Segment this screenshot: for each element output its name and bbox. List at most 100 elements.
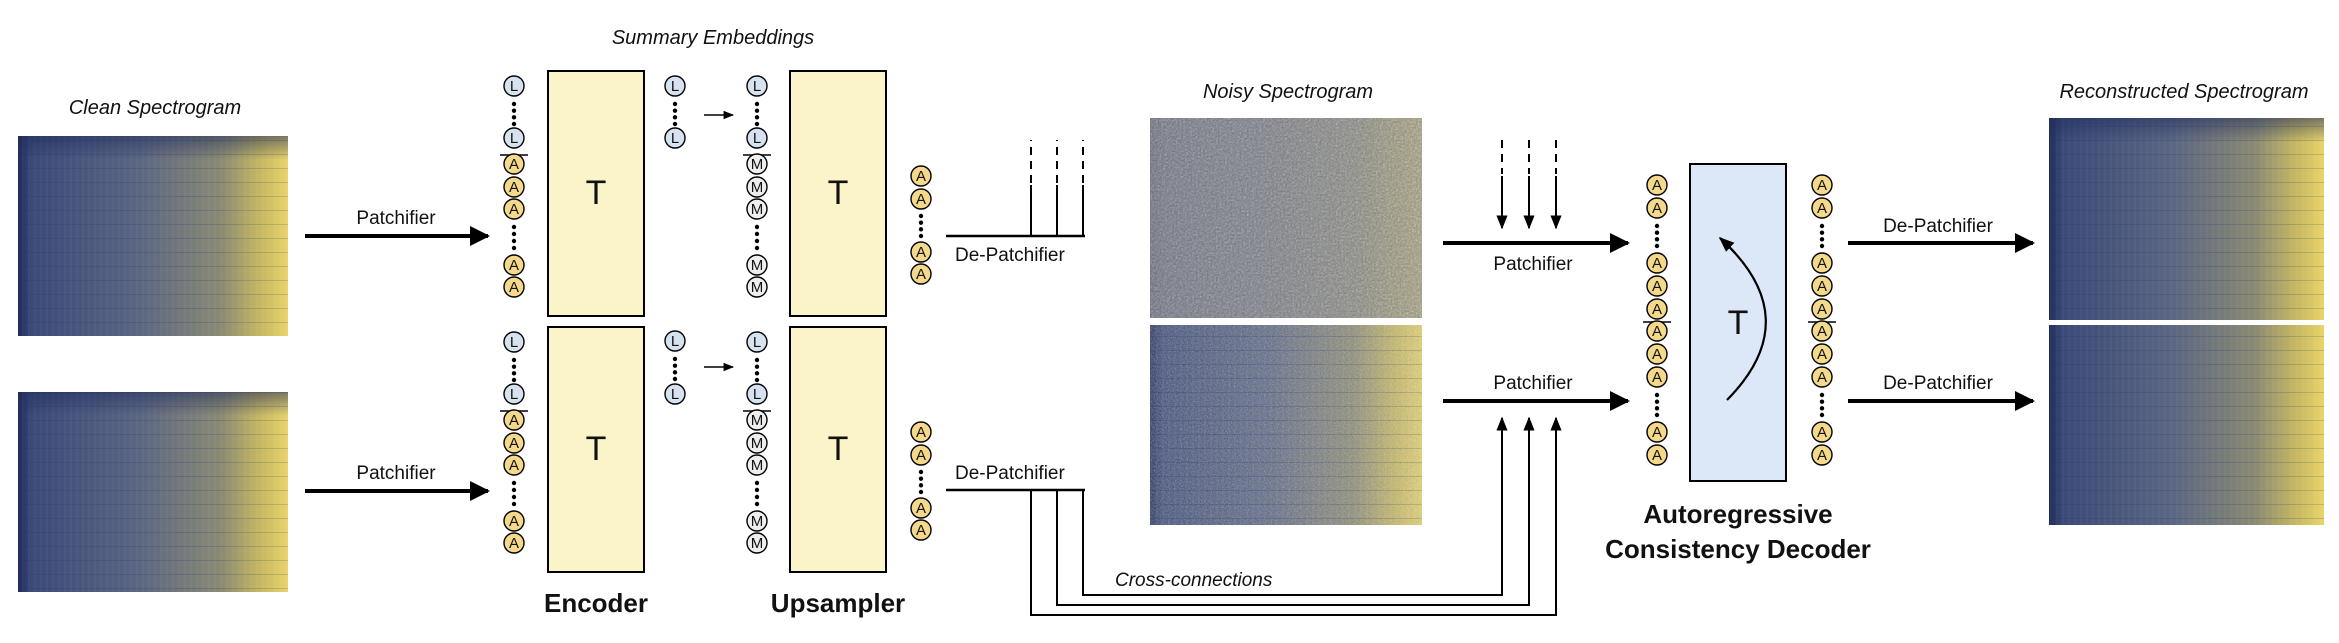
latent-token bbox=[664, 127, 686, 149]
ellipsis-dot bbox=[672, 370, 678, 375]
decoder-t: T bbox=[1728, 304, 1749, 342]
encoder-heading: Encoder bbox=[544, 588, 648, 618]
audio-token bbox=[1646, 366, 1668, 388]
ellipsis-dot bbox=[672, 363, 678, 368]
latent-token-label: L bbox=[671, 333, 679, 350]
ellipsis-dot bbox=[754, 115, 760, 120]
audio-token-label: A bbox=[916, 522, 926, 539]
latent-token bbox=[664, 383, 686, 405]
ellipsis-dot bbox=[511, 245, 517, 251]
ellipsis-dot bbox=[1819, 237, 1825, 242]
latent-token bbox=[503, 383, 525, 405]
audio-token bbox=[1811, 421, 1833, 443]
ellipsis-dot bbox=[1654, 392, 1660, 398]
audio-token bbox=[910, 241, 932, 263]
latent-token bbox=[664, 330, 686, 352]
ellipsis-dot bbox=[754, 371, 760, 376]
noisy-spectrogram-title: Noisy Spectrogram bbox=[1203, 81, 1373, 103]
ellipsis-dot bbox=[511, 487, 517, 493]
mask-token bbox=[746, 409, 768, 431]
audio-token bbox=[1811, 366, 1833, 388]
ellipsis-dot bbox=[672, 356, 678, 362]
ellipsis-dot bbox=[918, 483, 924, 488]
audio-token-label: A bbox=[916, 244, 926, 261]
noisy-spectrogram-top bbox=[1150, 118, 1422, 318]
ellipsis-dot bbox=[754, 487, 760, 493]
ellipsis-dot bbox=[1819, 223, 1825, 229]
decoder-block bbox=[1689, 163, 1787, 482]
ellipsis-dot bbox=[918, 227, 924, 232]
audio-token-label: A bbox=[1817, 447, 1827, 464]
latent-token-label: L bbox=[753, 78, 761, 95]
mask-token-label: M bbox=[751, 279, 764, 296]
audio-token-label: A bbox=[509, 201, 519, 218]
audio-token bbox=[1646, 298, 1668, 320]
ellipsis-dot bbox=[511, 364, 517, 369]
audio-token-label: A bbox=[916, 191, 926, 208]
noisy-spectrogram-bottom bbox=[1150, 325, 1422, 525]
audio-token bbox=[503, 454, 525, 476]
latent-token-label: L bbox=[753, 386, 761, 403]
audio-token-label: A bbox=[1817, 200, 1827, 217]
audio-token-label: A bbox=[509, 457, 519, 474]
reconstructed-spectrogram-title: Reconstructed Spectrogram bbox=[2059, 81, 2308, 103]
audio-token bbox=[1811, 298, 1833, 320]
cross-connections-label: Cross-connections bbox=[1115, 570, 1273, 591]
audio-token bbox=[503, 276, 525, 298]
audio-token bbox=[503, 176, 525, 198]
summary-latents-bottom: LL bbox=[664, 330, 686, 405]
cross-connections bbox=[946, 416, 1562, 616]
ellipsis-dot bbox=[918, 213, 924, 219]
patchifier-label-noisy-bottom: Patchifier bbox=[1493, 373, 1573, 394]
audio-token-label: A bbox=[509, 513, 519, 530]
audio-token bbox=[1646, 320, 1668, 342]
audio-token-label: A bbox=[916, 266, 926, 283]
ellipsis-dot bbox=[918, 469, 924, 475]
ellipsis-dot bbox=[511, 377, 517, 383]
mask-token bbox=[746, 432, 768, 454]
ellipsis-dot bbox=[918, 489, 924, 495]
ellipsis-dot bbox=[1819, 392, 1825, 398]
ellipsis-dot bbox=[672, 108, 678, 113]
ellipsis-dot bbox=[1654, 399, 1660, 404]
audio-token bbox=[503, 254, 525, 276]
ellipsis-dot bbox=[754, 501, 760, 507]
upsampler-t-top: T bbox=[828, 174, 849, 212]
ellipsis-dot bbox=[918, 233, 924, 239]
audio-token-label: A bbox=[509, 435, 519, 452]
summary-embeddings-title: Summary Embeddings bbox=[612, 27, 814, 49]
ellipsis-dot bbox=[1819, 243, 1825, 249]
audio-token-label: A bbox=[1817, 301, 1827, 318]
ellipsis-dot bbox=[511, 480, 517, 486]
ellipsis-dot bbox=[672, 121, 678, 127]
audio-token-label: A bbox=[1652, 447, 1662, 464]
audio-token bbox=[1811, 174, 1833, 196]
mask-token bbox=[746, 198, 768, 220]
latent-token-label: L bbox=[671, 386, 679, 403]
ellipsis-dot bbox=[1654, 223, 1660, 229]
audio-token-label: A bbox=[1817, 323, 1827, 340]
audio-token bbox=[1811, 252, 1833, 274]
decoder-heading-line2: Consistency Decoder bbox=[1605, 534, 1871, 564]
ellipsis-dot bbox=[511, 115, 517, 120]
audio-token-label: A bbox=[916, 500, 926, 517]
upsampler-t-bottom: T bbox=[828, 430, 849, 468]
audio-token-label: A bbox=[1652, 323, 1662, 340]
audio-token bbox=[910, 421, 932, 443]
ellipsis-dot bbox=[1819, 230, 1825, 235]
mask-token bbox=[746, 176, 768, 198]
mask-token bbox=[746, 454, 768, 476]
audio-token-label: A bbox=[509, 156, 519, 173]
ellipsis-dot bbox=[511, 357, 517, 363]
audio-token-label: A bbox=[509, 179, 519, 196]
ellipsis-dot bbox=[754, 108, 760, 113]
audio-token bbox=[1646, 343, 1668, 365]
audio-token-label: A bbox=[1817, 278, 1827, 295]
latent-token bbox=[503, 75, 525, 97]
ellipsis-dot bbox=[672, 101, 678, 107]
ellipsis-dot bbox=[1654, 406, 1660, 411]
